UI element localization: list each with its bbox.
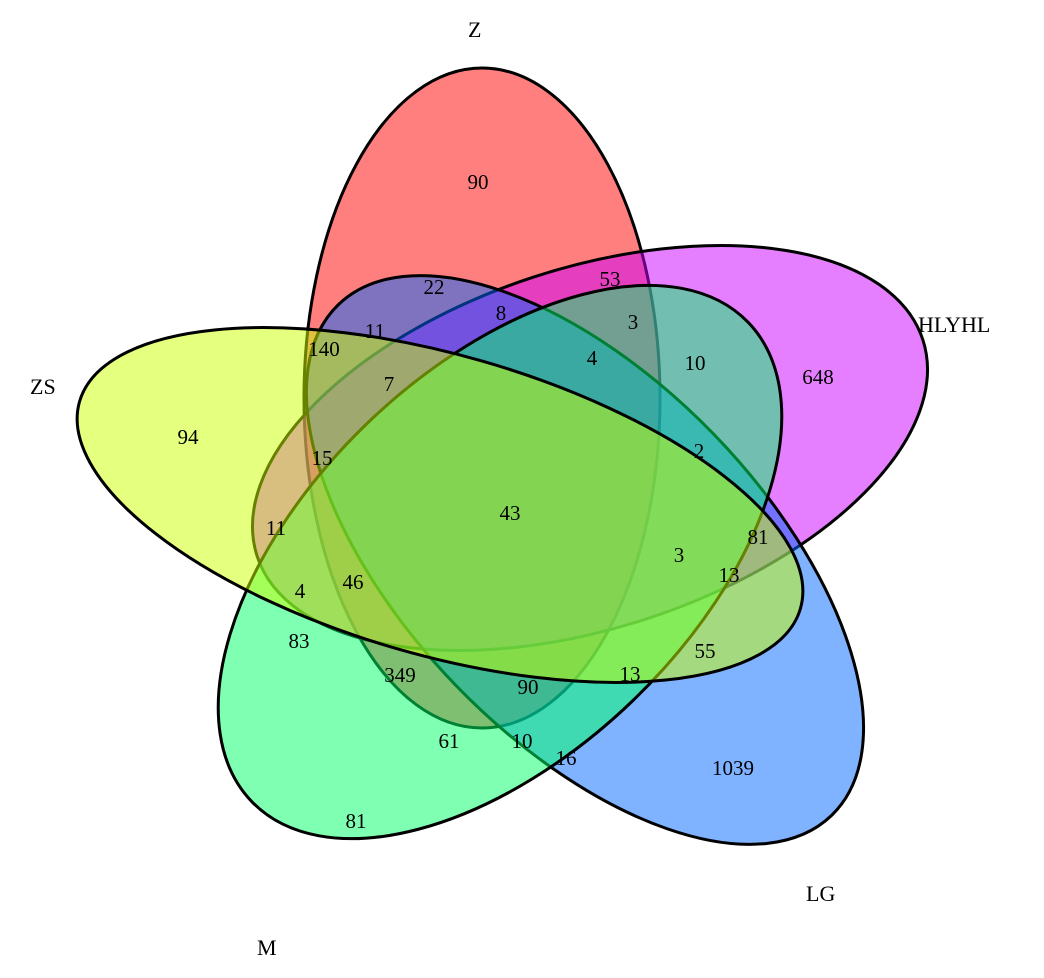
set-label-zs: ZS — [30, 374, 56, 399]
region-count: 648 — [802, 365, 834, 389]
set-label-z: Z — [468, 17, 481, 42]
region-count: 46 — [343, 570, 364, 594]
region-count: 13 — [719, 563, 740, 587]
region-count: 7 — [384, 372, 395, 396]
set-label-lg: LG — [806, 881, 835, 906]
region-count: 13 — [620, 662, 641, 686]
region-count: 61 — [439, 729, 460, 753]
region-count: 22 — [424, 275, 445, 299]
region-count: 10 — [685, 351, 706, 375]
region-count: 4 — [295, 579, 306, 603]
region-count: 8 — [496, 301, 507, 325]
ellipse-zs — [75, 326, 805, 684]
region-count: 81 — [346, 809, 367, 833]
region-count: 11 — [266, 516, 286, 540]
region-count: 4 — [587, 346, 598, 370]
region-count: 81 — [748, 525, 769, 549]
region-count: 55 — [695, 639, 716, 663]
region-count: 94 — [178, 425, 200, 449]
region-count: 10 — [512, 729, 533, 753]
region-count: 3 — [628, 310, 639, 334]
region-count: 90 — [518, 675, 539, 699]
region-count: 3 — [674, 543, 685, 567]
region-count: 83 — [289, 629, 310, 653]
region-count: 53 — [600, 267, 621, 291]
region-count: 11 — [365, 319, 385, 343]
region-count: 90 — [468, 170, 489, 194]
set-label-m: M — [257, 935, 277, 960]
region-count: 2 — [694, 439, 705, 463]
region-count: 140 — [308, 337, 340, 361]
set-label-hlyhl: HLYHL — [918, 312, 990, 337]
set-labels: Z HLYHL LG M ZS — [30, 17, 990, 960]
region-count: 349 — [384, 663, 416, 687]
region-count: 15 — [312, 446, 333, 470]
venn-ellipses — [75, 66, 929, 846]
region-count: 1039 — [712, 756, 754, 780]
region-labels: 90 648 1039 81 94 22 53 8 140 11 3 4 10 … — [178, 170, 834, 833]
region-count: 43 — [500, 501, 521, 525]
region-count: 16 — [556, 746, 577, 770]
